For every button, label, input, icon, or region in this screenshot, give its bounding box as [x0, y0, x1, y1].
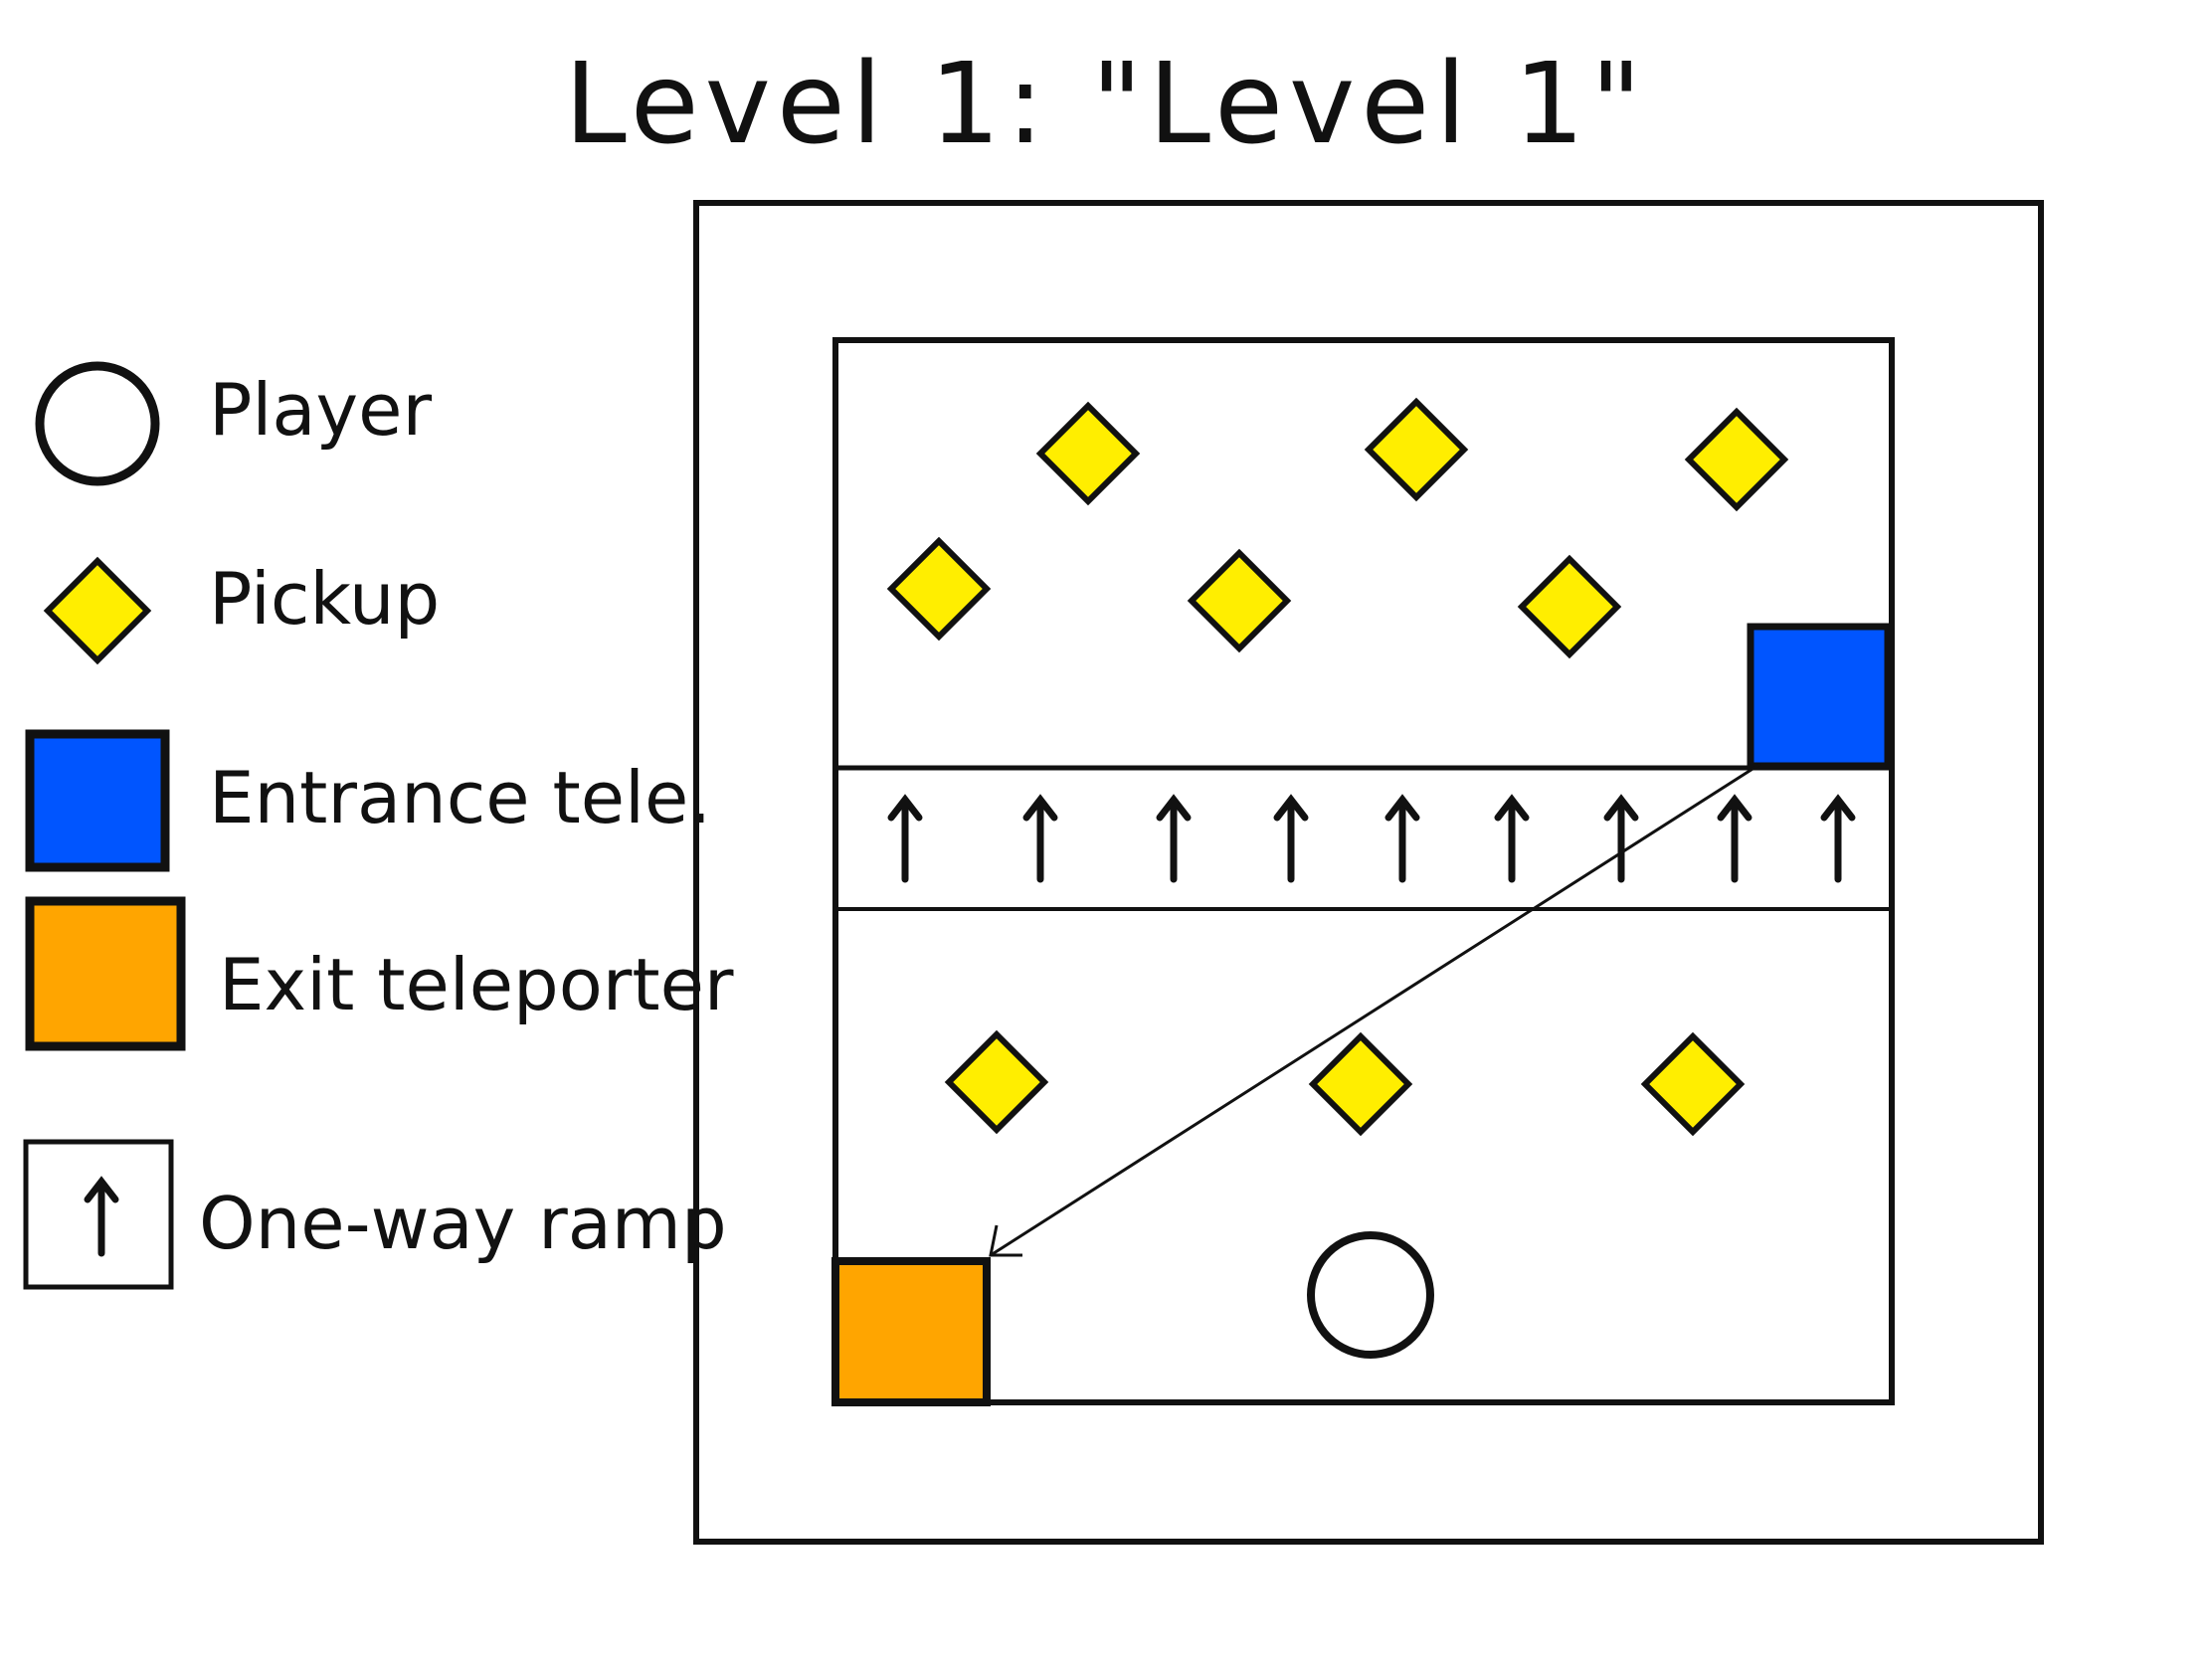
player-legend-icon: [35, 361, 160, 486]
exit-teleporter: [831, 1257, 991, 1406]
pickup: [944, 1029, 1049, 1135]
legend: [23, 361, 186, 1290]
entrance-teleporter: [1747, 623, 1892, 770]
legend-label-ramp: One-way ramp: [199, 1182, 727, 1265]
ramp-arrow-icon: [1384, 794, 1420, 883]
player: [1307, 1231, 1434, 1359]
pickup: [1640, 1031, 1746, 1137]
entrance-legend-icon: [25, 729, 170, 872]
legend-label-player: Player: [209, 368, 433, 452]
pickup: [1684, 407, 1789, 512]
pickup: [1364, 397, 1469, 502]
pickups: [886, 397, 1789, 1137]
ramp-arrow-icon: [1273, 794, 1309, 883]
ramp-arrow-icon: [1156, 794, 1192, 883]
pickup: [1517, 554, 1622, 659]
legend-label-exit: Exit teleporter: [219, 943, 734, 1026]
legend-label-pickup: Pickup: [209, 557, 441, 641]
teleport-arrow: [989, 762, 1761, 1257]
ramp-arrow-icon: [1494, 794, 1530, 883]
ramp-arrow-icon: [1717, 794, 1752, 883]
pickup-legend-icon: [43, 556, 152, 665]
pickup: [1187, 548, 1292, 653]
ramp-arrow-icon: [1603, 794, 1639, 883]
legend-label-entrance: Entrance tele.: [209, 756, 712, 839]
outer-frame: [693, 200, 2044, 1545]
play-area: [832, 337, 1895, 1405]
ramp-arrow-icon: [887, 794, 923, 883]
one-way-ramp: [835, 765, 1892, 911]
exit-legend-icon: [25, 896, 186, 1051]
ramp-arrow-icon: [1022, 794, 1058, 883]
up-arrow-icon: [84, 1176, 119, 1257]
pickup: [886, 536, 992, 642]
level-title: Level 1: "Level 1": [564, 40, 1648, 169]
ramp-arrow-icon: [1820, 794, 1856, 883]
pickup: [1308, 1031, 1413, 1137]
pickup: [1035, 401, 1141, 506]
